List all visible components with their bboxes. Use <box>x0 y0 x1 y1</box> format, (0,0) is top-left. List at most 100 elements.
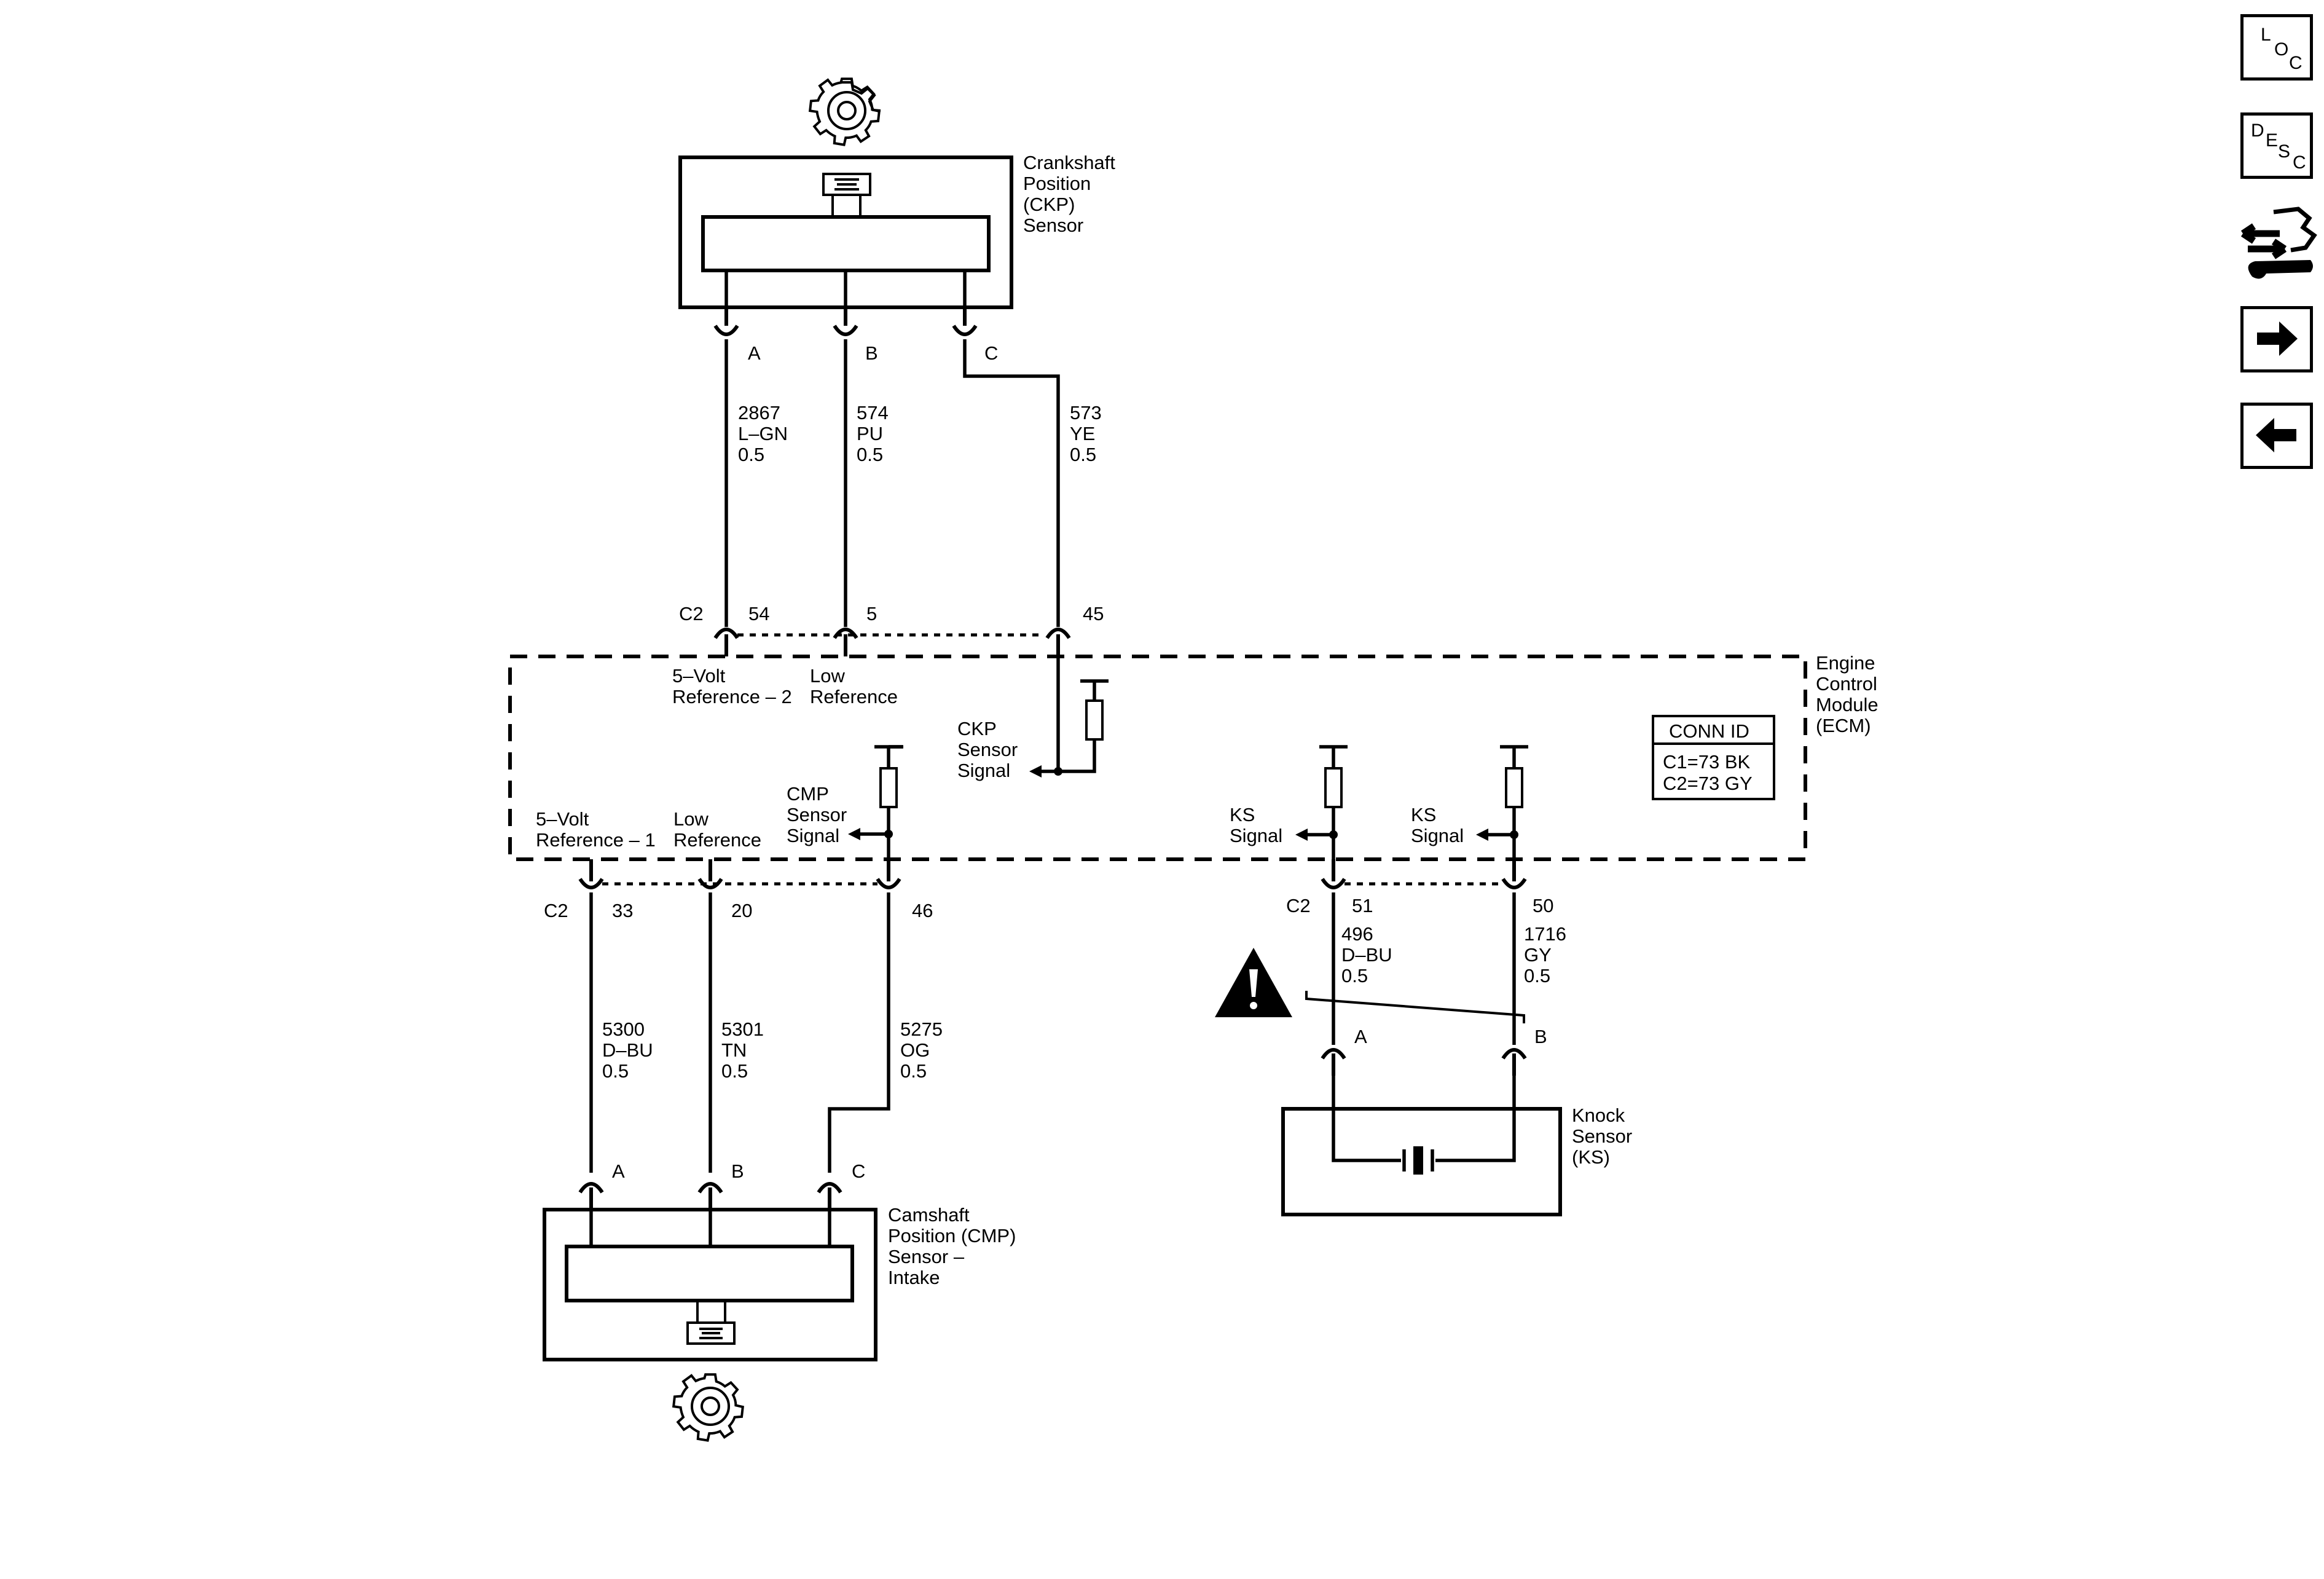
svg-text:CMP: CMP <box>787 783 829 805</box>
svg-text:Sensor –: Sensor – <box>888 1246 965 1267</box>
cmp-sensor <box>543 1208 877 1361</box>
ckp-circuit-labels: 2867 L–GN 0.5 574 PU 0.5 573 YE 0.5 <box>738 402 1102 465</box>
ecm-label: Engine Control Module (ECM) <box>1816 652 1878 736</box>
svg-text:5275: 5275 <box>900 1018 943 1040</box>
desc-letter-c: C <box>2293 152 2306 173</box>
svg-text:B: B <box>865 342 878 364</box>
svg-text:GY: GY <box>1524 944 1552 966</box>
svg-text:Sensor: Sensor <box>787 804 847 825</box>
ks1-signal-circuit <box>1295 745 1348 860</box>
svg-text:CONN ID: CONN ID <box>1669 720 1749 742</box>
ecm-bottom-pin-labels: C2 33 20 46 <box>544 900 933 921</box>
svg-text:A: A <box>612 1160 625 1182</box>
ecm-top-labels: 5–Volt Reference – 2 Low Reference CKP S… <box>672 665 1018 781</box>
svg-text:Control: Control <box>1816 673 1877 695</box>
svg-text:(KS): (KS) <box>1572 1146 1610 1168</box>
svg-text:5–Volt: 5–Volt <box>672 665 726 687</box>
svg-text:CKP: CKP <box>957 718 997 739</box>
svg-text:2867: 2867 <box>738 402 780 423</box>
desc-letter-e: E <box>2266 130 2279 151</box>
ecm-top-pin-labels: C2 54 5 45 <box>679 603 1104 624</box>
svg-text:5: 5 <box>866 603 877 624</box>
ecm-boundary <box>508 655 1807 861</box>
svg-text:5301: 5301 <box>721 1018 764 1040</box>
svg-text:A: A <box>748 342 761 364</box>
svg-text:Crankshaft: Crankshaft <box>1023 152 1115 173</box>
svg-text:C2: C2 <box>544 900 568 921</box>
svg-text:B: B <box>731 1160 744 1182</box>
svg-text:20: 20 <box>731 900 752 921</box>
ckp-wires <box>713 270 1071 656</box>
svg-text:D–BU: D–BU <box>602 1039 653 1061</box>
loc-letter-o: O <box>2274 39 2289 60</box>
desc-letter-d: D <box>2251 120 2264 141</box>
svg-text:TN: TN <box>721 1039 747 1061</box>
next-page-button[interactable] <box>2240 306 2313 372</box>
ks2-signal-circuit <box>1476 745 1528 860</box>
svg-text:574: 574 <box>857 402 889 423</box>
svg-text:0.5: 0.5 <box>1341 965 1368 986</box>
ckp-signal-circuit <box>1029 656 1109 778</box>
svg-text:5–Volt: 5–Volt <box>536 808 589 830</box>
svg-text:Camshaft: Camshaft <box>888 1204 970 1226</box>
ks-pin-labels: A B <box>1354 1026 1547 1047</box>
svg-text:50: 50 <box>1533 895 1553 916</box>
svg-text:Engine: Engine <box>1816 652 1875 674</box>
svg-text:0.5: 0.5 <box>1524 965 1550 986</box>
svg-text:Signal: Signal <box>1411 825 1464 846</box>
previous-page-button[interactable] <box>2240 403 2313 469</box>
svg-text:Low: Low <box>810 665 845 687</box>
svg-text:Signal: Signal <box>787 825 839 846</box>
arrow-right-icon <box>2257 321 2298 356</box>
svg-text:Sensor: Sensor <box>1572 1125 1632 1147</box>
svg-text:C: C <box>852 1160 865 1182</box>
svg-text:C2: C2 <box>679 603 704 624</box>
svg-text:0.5: 0.5 <box>721 1060 748 1082</box>
loc-letter-c: C <box>2289 53 2302 73</box>
svg-text:Sensor: Sensor <box>1023 215 1083 236</box>
svg-text:KS: KS <box>1230 804 1255 825</box>
description-button[interactable]: D E S C <box>2240 112 2313 179</box>
svg-text:33: 33 <box>612 900 633 921</box>
desc-letter-s: S <box>2278 141 2291 162</box>
svg-text:Knock: Knock <box>1572 1105 1625 1126</box>
ecm-bottom-labels: 5–Volt Reference – 1 Low Reference CMP S… <box>536 783 1464 851</box>
svg-text:C1=73 BK: C1=73 BK <box>1663 751 1751 773</box>
svg-text:54: 54 <box>748 603 769 624</box>
svg-text:Reference – 1: Reference – 1 <box>536 829 656 851</box>
loc-letter-l: L <box>2261 25 2271 45</box>
cmp-gear-icon <box>691 1387 730 1426</box>
svg-text:Reference: Reference <box>810 686 898 707</box>
svg-text:A: A <box>1354 1026 1367 1047</box>
svg-text:B: B <box>1534 1026 1547 1047</box>
svg-text:46: 46 <box>912 900 933 921</box>
svg-text:0.5: 0.5 <box>738 444 764 465</box>
svg-text:Sensor: Sensor <box>957 739 1018 760</box>
svg-text:Reference – 2: Reference – 2 <box>672 686 792 707</box>
knock-sensor-label: Knock Sensor (KS) <box>1572 1105 1632 1168</box>
conn-id-table: CONN ID C1=73 BK C2=73 GY <box>1652 715 1775 800</box>
cmp-sensor-label: Camshaft Position (CMP) Sensor – Intake <box>888 1204 1016 1288</box>
cmp-wires <box>578 859 901 1210</box>
cmp-pin-labels: A B C <box>612 1160 865 1182</box>
svg-text:0.5: 0.5 <box>900 1060 927 1082</box>
ckp-pin-labels: A B C <box>748 342 998 364</box>
knock-sensor <box>1281 1076 1562 1216</box>
tools-icon[interactable] <box>2237 200 2323 286</box>
svg-text:Low: Low <box>673 808 709 830</box>
svg-text:YE: YE <box>1070 423 1095 444</box>
location-button[interactable]: L O C <box>2240 14 2313 81</box>
cmp-signal-circuit <box>848 745 903 860</box>
svg-text:496: 496 <box>1341 923 1373 945</box>
svg-text:0.5: 0.5 <box>602 1060 629 1082</box>
ckp-sensor-label: Crankshaft Position (CKP) Sensor <box>1023 152 1115 236</box>
svg-text:0.5: 0.5 <box>1070 444 1096 465</box>
ks-pin-labels-ecm: C2 51 50 <box>1286 895 1553 916</box>
ks-wires <box>1305 859 1527 1076</box>
ks-circuit-labels: 496 D–BU 0.5 1716 GY 0.5 <box>1341 923 1566 986</box>
svg-text:45: 45 <box>1083 603 1104 624</box>
svg-text:Position (CMP): Position (CMP) <box>888 1225 1016 1246</box>
svg-text:OG: OG <box>900 1039 930 1061</box>
svg-text:D–BU: D–BU <box>1341 944 1392 966</box>
